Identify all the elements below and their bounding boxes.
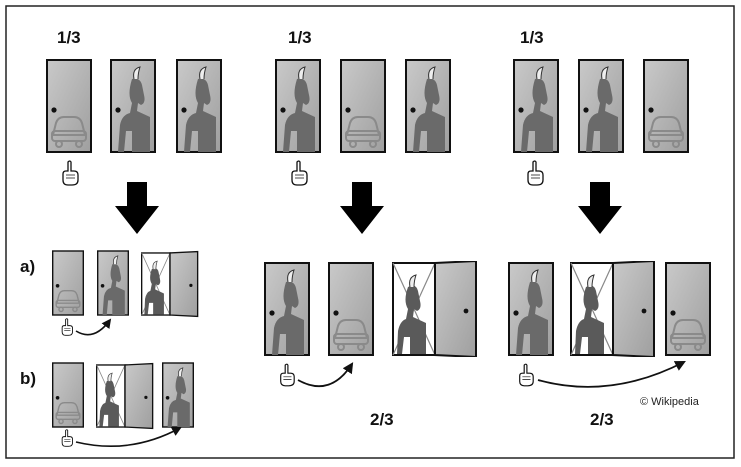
open-door-goat-icon [570,261,655,357]
door-goat-icon [97,250,129,316]
open-door-goat-icon [141,250,199,318]
door-goat-icon [162,362,194,428]
open-door-goat-icon [96,362,154,430]
probability-label: 2/3 [370,410,394,429]
door-goat-icon [264,262,310,356]
door-goat-icon [275,59,321,153]
open-door-goat-icon [392,261,477,357]
probability-label: 1/3 [288,28,312,47]
door-goat-icon [513,59,559,153]
probability-label: 1/3 [520,28,544,47]
door-car-icon [52,250,84,316]
door-goat-icon [176,59,222,153]
curved-arrow-icon [75,318,112,336]
case-label-a: a) [20,257,36,276]
door-goat-icon [578,59,624,153]
curved-arrow-icon [297,362,354,388]
door-goat-icon [405,59,451,153]
curved-arrow-icon [75,427,182,447]
door-goat-icon [110,59,156,153]
door-car-icon [340,59,386,153]
probability-label: 1/3 [57,28,81,47]
credit-label: © Wikipedia [640,396,699,408]
curved-arrow-icon [537,361,686,388]
door-car-icon [46,59,92,153]
door-car-icon [643,59,689,153]
probability-label: 2/3 [590,410,614,429]
door-car-icon [52,362,84,428]
door-car-icon [328,262,374,356]
case-label-b: b) [20,369,37,388]
door-car-icon [665,262,711,356]
door-goat-icon [508,262,554,356]
